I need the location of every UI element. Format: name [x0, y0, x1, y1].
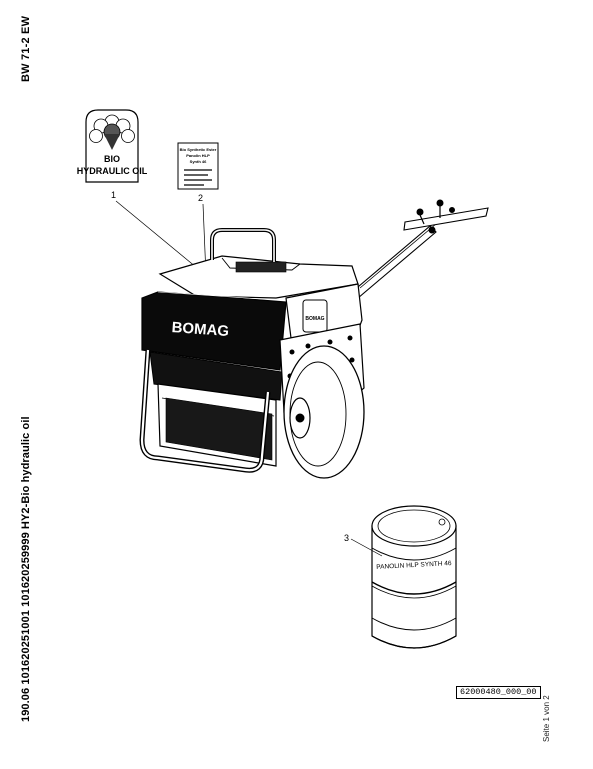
machine-brand-label: BOMAG [171, 319, 230, 340]
bio-hydraulic-oil-sticker: BIO HYDRAULIC OIL [77, 109, 148, 183]
side-brand-label: BOMAG [305, 316, 324, 322]
label-line-3: Synth 46 [190, 159, 207, 164]
barrel-label-text: PANOLIN HLP SYNTH 46 [376, 560, 452, 571]
hydraulic-oil-label: Bio Synthetic Ester Panolin HLP Synth 46 [177, 142, 219, 190]
oil-barrel: PANOLIN HLP SYNTH 46 [371, 505, 457, 649]
callout-3: 3 [344, 533, 349, 543]
sticker-bio-text: BIO [104, 154, 120, 164]
flower-icon [89, 114, 135, 150]
sticker-hydraulic-text: HYDRAULIC OIL [77, 166, 148, 176]
drawing-number-box: 62000480_000_00 [456, 686, 541, 699]
callout-1: 1 [111, 190, 116, 200]
callout-2: 2 [198, 193, 203, 203]
guide-handle [351, 199, 489, 299]
vibratory-roller-illustration: BOMAG BOMAG [139, 199, 489, 479]
label-line-2: Panolin HLP [186, 153, 210, 158]
label-line-1: Bio Synthetic Ester [180, 147, 217, 152]
